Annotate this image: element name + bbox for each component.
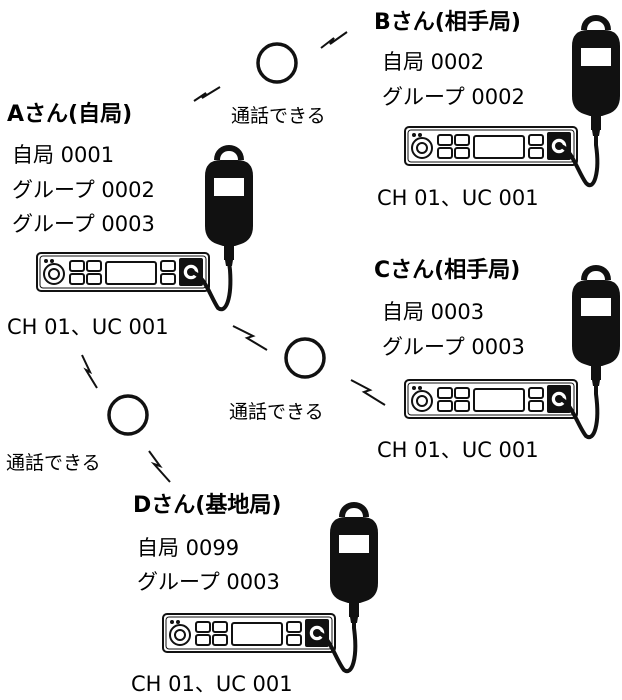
station-d-line-2: グループ 0003 bbox=[137, 570, 280, 594]
station-a-line-3: グループ 0003 bbox=[12, 212, 155, 236]
station-d-channel: CH 01、UC 001 bbox=[131, 672, 293, 696]
link-ad-ok-circle bbox=[107, 394, 149, 436]
station-d-microphone bbox=[330, 505, 378, 623]
station-b-cord bbox=[560, 136, 600, 188]
station-a-radio bbox=[36, 252, 210, 292]
station-b-radio bbox=[404, 126, 578, 166]
link-ab-label: 通話できる bbox=[231, 105, 326, 127]
station-c-name: Cさん(相手局) bbox=[374, 258, 521, 283]
station-a-line-2: グループ 0002 bbox=[12, 178, 155, 202]
link-ad-label: 通話できる bbox=[6, 452, 101, 474]
link-ac-ok-circle bbox=[284, 337, 326, 379]
station-c-microphone bbox=[572, 268, 620, 386]
link-ab-signal-icon-1 bbox=[320, 31, 348, 49]
link-ad-signal-icon-2 bbox=[148, 450, 171, 483]
link-ab-signal-icon-2 bbox=[193, 86, 221, 102]
station-c-radio bbox=[404, 379, 578, 419]
station-c-line-1: 自局 0003 bbox=[382, 300, 485, 324]
station-d-name: Dさん(基地局) bbox=[133, 493, 282, 518]
station-a-name: Aさん(自局) bbox=[7, 102, 133, 127]
link-ac-signal-icon-1 bbox=[232, 325, 268, 351]
station-a-line-1: 自局 0001 bbox=[12, 143, 115, 167]
station-c-channel: CH 01、UC 001 bbox=[377, 438, 539, 462]
station-a-channel: CH 01、UC 001 bbox=[7, 315, 169, 339]
station-d-line-1: 自局 0099 bbox=[137, 536, 240, 560]
station-b-line-1: 自局 0002 bbox=[382, 50, 485, 74]
station-b-channel: CH 01、UC 001 bbox=[377, 186, 539, 210]
link-ac-signal-icon-2 bbox=[350, 379, 386, 406]
station-a-microphone bbox=[205, 148, 253, 266]
station-a-cord bbox=[191, 261, 233, 312]
station-b-line-2: グループ 0002 bbox=[382, 85, 525, 109]
link-ab-ok-circle bbox=[256, 42, 298, 84]
station-d-radio bbox=[162, 613, 336, 653]
station-c-cord bbox=[559, 386, 600, 440]
station-c-line-2: グループ 0003 bbox=[382, 335, 525, 359]
link-ac-label: 通話できる bbox=[229, 401, 324, 423]
station-d-cord bbox=[318, 620, 358, 674]
station-b-microphone bbox=[572, 18, 620, 136]
station-b-name: Bさん(相手局) bbox=[374, 10, 521, 35]
link-ad-signal-icon-1 bbox=[81, 354, 98, 389]
